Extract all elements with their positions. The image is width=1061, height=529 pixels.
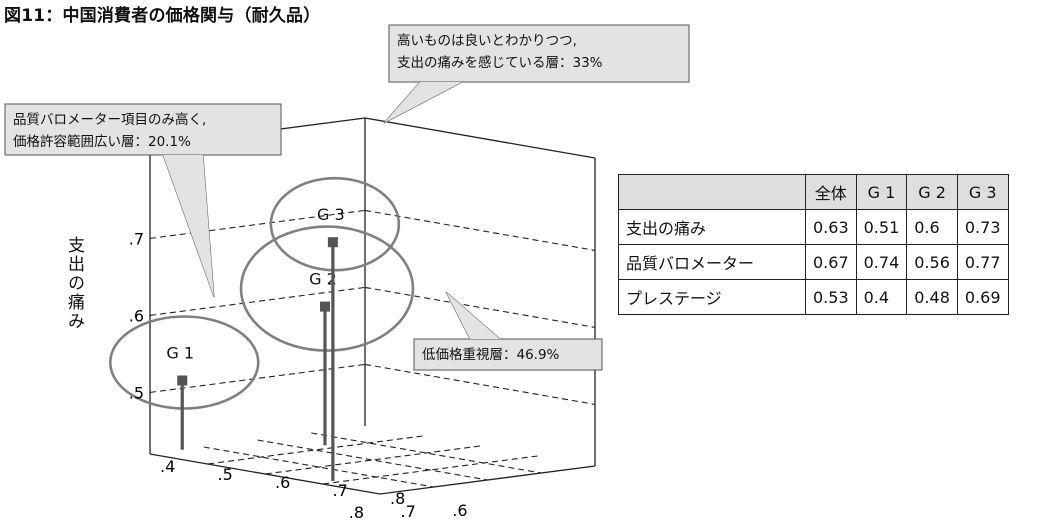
- table-row-label: 品質バロメーター: [618, 244, 806, 280]
- summary-table: 全体 G 1 G 2 G 3 支出の痛み 0.63 0.51 0.6 0.73 …: [618, 174, 1009, 315]
- z-tick-label: .7: [129, 229, 144, 248]
- x-tick-label: .7: [400, 502, 415, 521]
- table-cell: 0.77: [956, 244, 1009, 280]
- wall-gridline: [149, 286, 366, 316]
- callout-text: 低価格重視層：46.9%: [422, 347, 560, 363]
- point-label: G 2: [309, 270, 337, 289]
- y-tick-label: .4: [160, 457, 175, 476]
- callout-text: 価格許容範囲広い層：20.1%: [13, 133, 191, 150]
- data-marker: [320, 301, 330, 312]
- callout-pointer-fill: [384, 82, 462, 123]
- callout-text: 品質バロメーター項目のみ高く,: [13, 111, 206, 128]
- table-cell: 0.73: [956, 209, 1009, 245]
- box-edge: [379, 465, 596, 495]
- table-cell: 0.51: [855, 209, 908, 245]
- box-edge: [364, 117, 596, 159]
- callout-box: [413, 338, 603, 371]
- wall-gridline: [149, 209, 366, 239]
- chart-grid: [149, 209, 596, 488]
- y-tick-label: .6: [275, 473, 290, 492]
- table-cell: 0.53: [805, 279, 857, 315]
- floor-gridline: [207, 435, 423, 465]
- data-marker: [327, 237, 338, 248]
- callout-text: 高いものは良いとわかりつつ,: [397, 32, 577, 49]
- group-ellipse: [239, 225, 415, 352]
- data-marker: [177, 375, 188, 386]
- floor-gridline: [264, 445, 481, 475]
- callout-box: [388, 24, 690, 83]
- table-cell: 0.67: [805, 244, 857, 280]
- table-header-row: 全体 G 1 G 2 G 3: [618, 174, 1009, 210]
- table-header-cell: G 1: [855, 174, 908, 210]
- callout: 品質バロメーター項目のみ高く, 価格許容範囲広い層：20.1%: [4, 103, 282, 298]
- table-cell: 0.48: [906, 279, 958, 315]
- table-row-label: 支出の痛み: [618, 209, 806, 245]
- x-tick-label: .6: [452, 501, 467, 520]
- chart-box: [149, 117, 596, 495]
- y-tick-label: .5: [218, 465, 233, 484]
- callout: 高いものは良いとわかりつつ, 支出の痛みを感じている層：33%: [383, 24, 690, 124]
- point-label: G 3: [317, 205, 345, 224]
- floor-gridline: [311, 432, 542, 474]
- page-title: 図11：中国消費者の価格関与（耐久品）: [4, 6, 321, 26]
- table-row: プレステージ 0.53 0.4 0.48 0.69: [618, 279, 1009, 315]
- z-axis-label: 支出の痛み: [64, 236, 84, 331]
- table-row: 品質バロメーター 0.67 0.74 0.56 0.77: [618, 244, 1009, 280]
- callouts: 高いものは良いとわかりつつ, 支出の痛みを感じている層：33% 品質バロメーター項目…: [4, 24, 690, 371]
- wall-gridline: [149, 363, 366, 393]
- callout-text: 支出の痛みを感じている層：33%: [397, 54, 603, 71]
- y-tick-label: .7: [333, 481, 348, 500]
- wall-gridline: [364, 209, 596, 251]
- floor-gridline: [322, 455, 538, 485]
- floor-gridline: [203, 446, 434, 488]
- group-ellipse: [269, 176, 401, 272]
- wall-gridline: [364, 363, 596, 405]
- table-row-label: プレステージ: [618, 279, 806, 315]
- x-tick-label: .8: [349, 503, 364, 522]
- floor-gridline: [257, 439, 488, 481]
- z-tick-label: .6: [129, 306, 144, 325]
- callout-pointer-fill: [163, 155, 214, 297]
- y-tick-label: .8: [390, 489, 405, 508]
- table-cell: 0.63: [805, 209, 857, 245]
- box-edge: [149, 453, 381, 495]
- axis-ticks: .5.6.7.8.7.6.4.5.6.7.8: [129, 229, 468, 522]
- table-cell: 0.69: [956, 279, 1009, 315]
- table-cell: 0.4: [855, 279, 908, 315]
- wall-gridline: [364, 286, 596, 328]
- table-row: 支出の痛み 0.63 0.51 0.6 0.73: [618, 209, 1009, 245]
- z-tick-label: .5: [129, 383, 144, 402]
- table-cell: 0.6: [906, 209, 958, 245]
- point-label: G 1: [166, 344, 194, 363]
- table-header-cell: [618, 174, 806, 210]
- group-ellipse: [108, 315, 260, 410]
- table-header-cell: G 2: [906, 174, 958, 210]
- table-header-cell: G 3: [956, 174, 1009, 210]
- callout: 低価格重視層：46.9%: [413, 291, 603, 371]
- data-stems: G 1 G 2 G 3: [166, 205, 345, 481]
- callout-box: [4, 103, 282, 156]
- group-ellipses: [108, 176, 415, 410]
- table-cell: 0.56: [906, 244, 958, 280]
- table-header-cell: 全体: [805, 174, 857, 210]
- callout-pointer-fill: [446, 292, 500, 339]
- table-cell: 0.74: [855, 244, 908, 280]
